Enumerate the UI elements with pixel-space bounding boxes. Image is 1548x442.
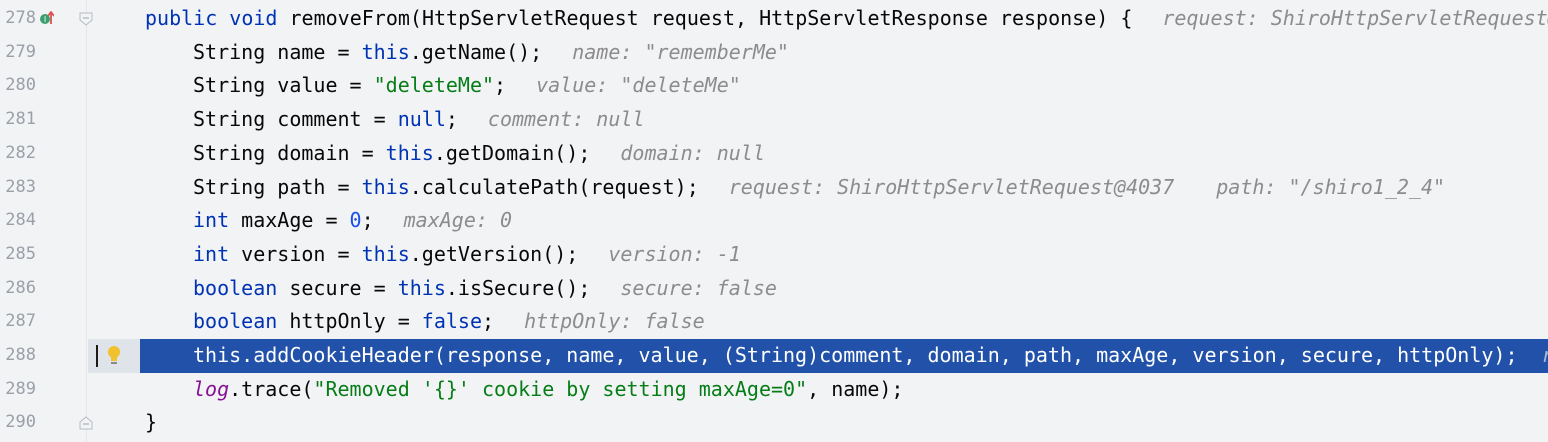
inlay-hint: value: "deleteMe" bbox=[536, 73, 741, 98]
line-number: 290 bbox=[5, 412, 36, 433]
current-line-highlight bbox=[140, 339, 1548, 373]
implementation-marker-icon[interactable]: I bbox=[40, 11, 54, 25]
code-line-285[interactable]: 285 int version = this.getVersion();vers… bbox=[0, 238, 1548, 272]
inlay-hint: comment: null bbox=[487, 107, 645, 132]
code-line-281[interactable]: 281 String comment = null;comment: null bbox=[0, 103, 1548, 137]
inlay-hint: secure: false bbox=[620, 275, 777, 300]
code-line-284[interactable]: 284 int maxAge = 0;maxAge: 0 bbox=[0, 204, 1548, 238]
intention-bulb-icon[interactable] bbox=[106, 344, 122, 366]
line-number: 288 bbox=[5, 345, 36, 365]
line-number: 278 bbox=[5, 8, 36, 28]
line-number: 284 bbox=[5, 210, 36, 231]
line-number: 283 bbox=[5, 176, 36, 197]
line-number: 279 bbox=[5, 41, 36, 62]
code-text: String path = this.calculatePath(request… bbox=[193, 174, 1446, 199]
code-line-288-current[interactable]: 288 this.addCookieHeader(response, name,… bbox=[0, 339, 1548, 373]
code-text: int maxAge = 0;maxAge: 0 bbox=[193, 208, 513, 233]
code-text: String comment = null;comment: null bbox=[193, 107, 645, 132]
code-text: boolean secure = this.isSecure();secure:… bbox=[193, 275, 777, 300]
inlay-hint: httpOnly: false bbox=[524, 309, 705, 334]
line-number: 287 bbox=[5, 311, 36, 332]
line-number: 280 bbox=[5, 75, 36, 96]
fold-end-marker-icon[interactable] bbox=[79, 416, 93, 430]
line-number: 281 bbox=[5, 109, 36, 130]
line-number: 289 bbox=[5, 378, 36, 399]
text-caret bbox=[96, 345, 98, 367]
line-number: 282 bbox=[5, 142, 36, 163]
code-text: boolean httpOnly = false;httpOnly: false bbox=[193, 309, 705, 334]
code-text: log.trace("Removed '{}' cookie by settin… bbox=[193, 376, 904, 401]
inlay-hint: request: ShiroHttpServletRequest@4037 bbox=[728, 174, 1175, 199]
code-text: int version = this.getVersion();version:… bbox=[193, 241, 741, 266]
code-line-289[interactable]: 289 log.trace("Removed '{}' cookie by se… bbox=[0, 373, 1548, 407]
inlay-hint: request: ShiroHttpServletRequest@ bbox=[1162, 6, 1548, 30]
inlay-hint: maxAge: 0 bbox=[403, 208, 513, 233]
code-line-282[interactable]: 282 String domain = this.getDomain();dom… bbox=[0, 137, 1548, 171]
inlay-hint: version: -1 bbox=[608, 241, 741, 266]
inlay-hint: name: "rememberMe" bbox=[572, 39, 789, 64]
code-line-278[interactable]: 278 I public void removeFrom(HttpServlet… bbox=[0, 2, 1548, 36]
code-line-283[interactable]: 283 String path = this.calculatePath(req… bbox=[0, 171, 1548, 205]
code-line-290[interactable]: 290 } bbox=[0, 406, 1548, 440]
gutter-separator bbox=[86, 0, 87, 442]
code-text: } bbox=[145, 410, 158, 435]
line-number: 286 bbox=[5, 277, 36, 298]
inlay-hint: r bbox=[1542, 343, 1548, 367]
fold-marker-icon[interactable] bbox=[79, 12, 93, 26]
inlay-hint: path: "/shiro1_2_4" bbox=[1216, 174, 1446, 199]
code-text: public void removeFrom(HttpServletReques… bbox=[145, 2, 1548, 36]
code-line-279[interactable]: 279 String name = this.getName();name: "… bbox=[0, 36, 1548, 70]
code-text: String value = "deleteMe";value: "delete… bbox=[193, 73, 741, 98]
inlay-hint: domain: null bbox=[620, 140, 765, 165]
code-text: this.addCookieHeader(response, name, val… bbox=[193, 339, 1548, 373]
code-line-287[interactable]: 287 boolean httpOnly = false;httpOnly: f… bbox=[0, 305, 1548, 339]
code-line-280[interactable]: 280 String value = "deleteMe";value: "de… bbox=[0, 69, 1548, 103]
code-text: String domain = this.getDomain();domain:… bbox=[193, 140, 765, 165]
svg-text:I: I bbox=[44, 15, 46, 24]
line-number: 285 bbox=[5, 243, 36, 264]
code-text: String name = this.getName();name: "reme… bbox=[193, 39, 789, 64]
code-line-286[interactable]: 286 boolean secure = this.isSecure();sec… bbox=[0, 272, 1548, 306]
